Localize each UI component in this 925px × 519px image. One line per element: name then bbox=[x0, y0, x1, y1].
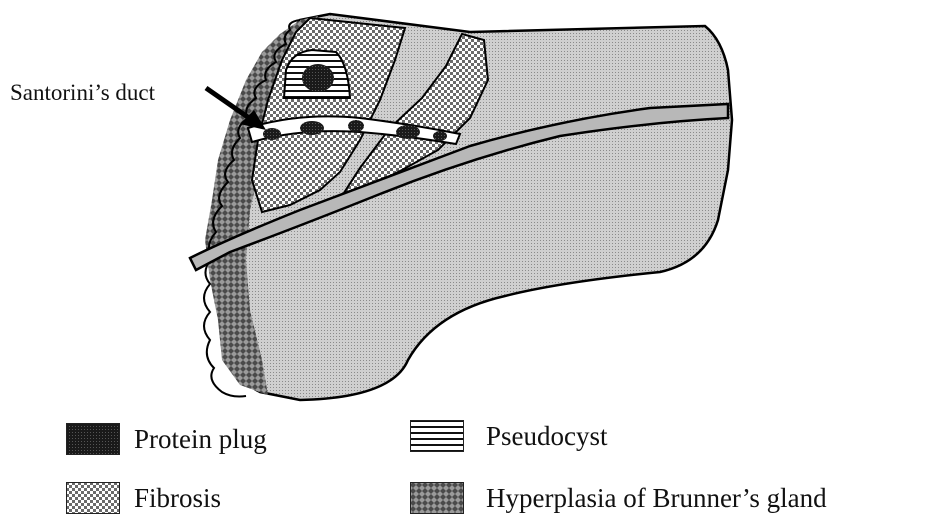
legend-label-protein-plug: Protein plug bbox=[134, 424, 267, 455]
pseudocyst-protein-plug bbox=[302, 64, 334, 92]
legend-label-brunner: Hyperplasia of Brunner’s gland bbox=[486, 483, 827, 514]
protein-plug-4 bbox=[396, 125, 420, 139]
legend-item-protein-plug: Protein plug bbox=[66, 423, 267, 455]
pseudocyst-swatch bbox=[410, 420, 464, 452]
legend-label-pseudocyst: Pseudocyst bbox=[486, 421, 608, 452]
protein-plug-5 bbox=[433, 131, 447, 141]
protein-plug-3 bbox=[348, 120, 364, 132]
legend-item-pseudocyst: Pseudocyst bbox=[410, 420, 608, 452]
brunner-swatch bbox=[410, 482, 464, 514]
santorini-duct-label: Santorini’s duct bbox=[10, 80, 155, 106]
protein-plug-2 bbox=[300, 121, 324, 135]
legend-label-fibrosis: Fibrosis bbox=[134, 483, 221, 514]
fibrosis-swatch bbox=[66, 482, 120, 514]
legend-item-fibrosis: Fibrosis bbox=[66, 482, 221, 514]
protein-plug-swatch bbox=[66, 423, 120, 455]
legend-item-brunner: Hyperplasia of Brunner’s gland bbox=[410, 482, 827, 514]
